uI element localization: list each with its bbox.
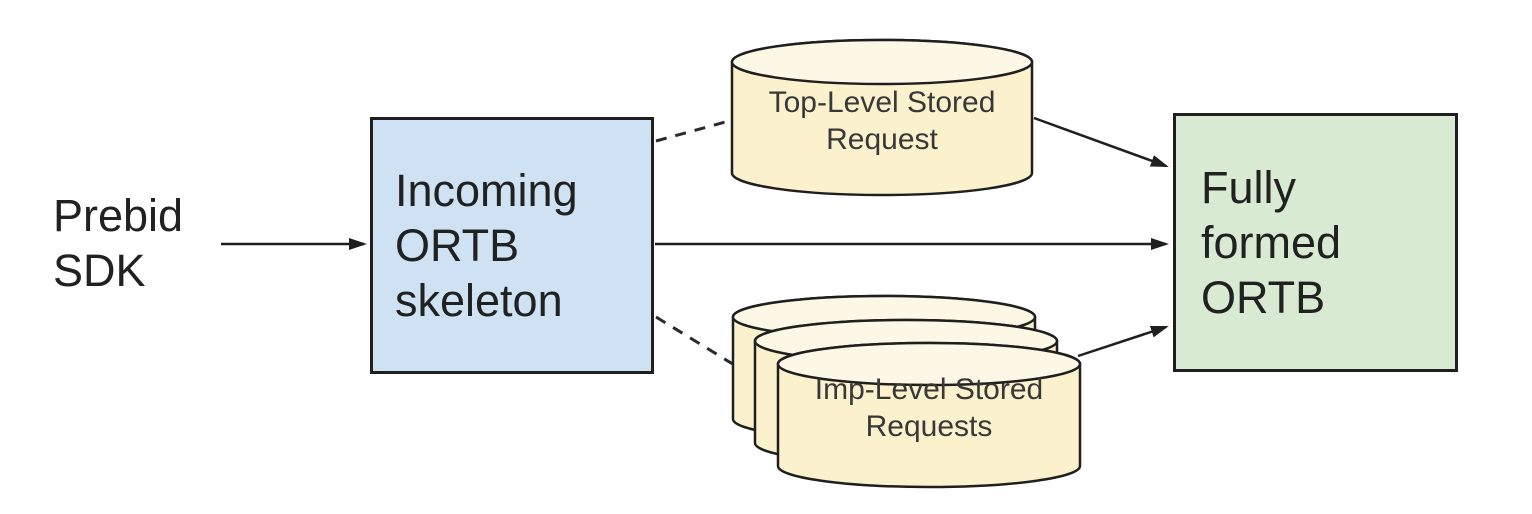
edge-incoming-to-top-stored-dashed: [655, 119, 730, 143]
stack-cylinder-front: [776, 341, 1082, 489]
incoming-ortb-skeleton-label: Incoming ORTB skeleton: [395, 165, 578, 326]
imp-stored-requests-cylinder-stack: [731, 294, 1082, 489]
edge-top-stored-to-fully-formed: [1033, 116, 1169, 168]
fully-formed-ortb-label: Fully formed ORTB: [1201, 162, 1342, 323]
cylinder-top: [776, 341, 1082, 387]
top-stored-request-cylinder: [730, 38, 1034, 197]
top-stored-request-label: Top-Level Stored Request: [768, 86, 996, 156]
cylinder-top: [730, 38, 1034, 86]
prebid-sdk-label: Prebid SDK: [53, 190, 184, 296]
imp-stored-requests-label: Imp-Level Stored Requests: [814, 373, 1044, 443]
edge-imp-stored-to-fully-formed: [1077, 325, 1169, 358]
fully-formed-ortb-node: Fully formed ORTB: [1173, 113, 1458, 372]
incoming-ortb-skeleton-node: Incoming ORTB skeleton: [370, 117, 654, 374]
edge-incoming-to-imp-stored-dashed: [655, 315, 737, 368]
